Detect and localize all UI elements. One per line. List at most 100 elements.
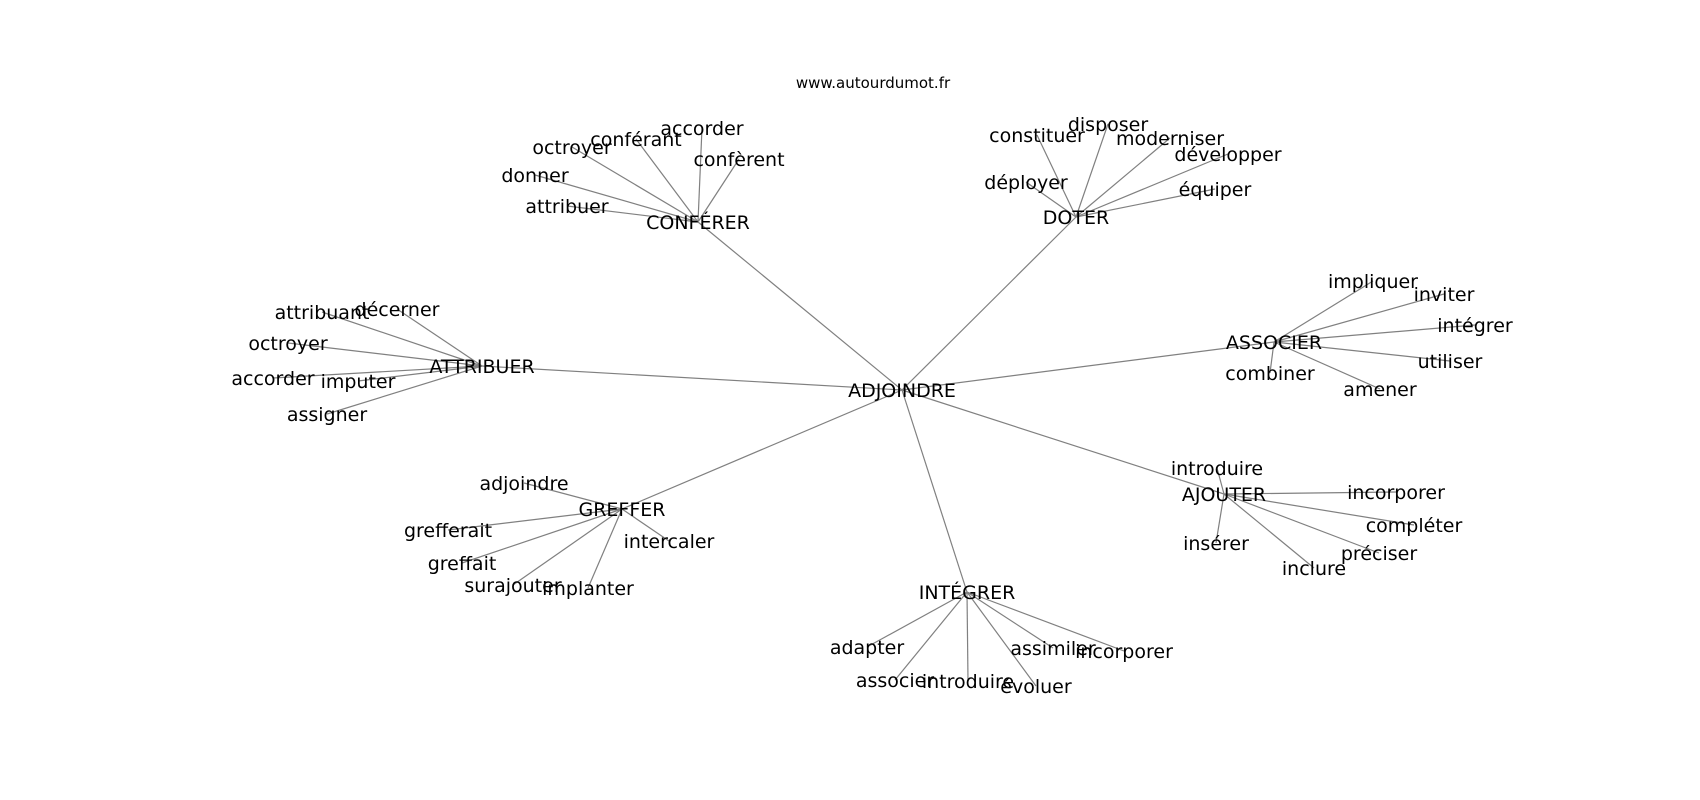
edge-doter-5 [1075, 188, 1216, 218]
leaf-word-conferer-0[interactable]: accorder [660, 118, 743, 140]
leaf-word-conferer-3[interactable]: confèrent [693, 149, 784, 171]
edge-center-conferer [697, 221, 903, 391]
hub-word-doter[interactable]: DOTER [1043, 207, 1109, 229]
leaf-word-doter-1[interactable]: constituer [989, 125, 1085, 147]
leaf-word-associer-3[interactable]: utiliser [1418, 351, 1483, 373]
edge-associer-1 [1273, 293, 1445, 343]
edge-doter-3 [1075, 153, 1229, 218]
leaf-word-associer-5[interactable]: amener [1343, 379, 1417, 401]
hub-word-integrer[interactable]: INTÉGRER [919, 581, 1016, 604]
edge-center-attribuer [481, 365, 903, 391]
hub-word-attribuer[interactable]: ATTRIBUER [429, 356, 534, 378]
leaf-word-conferer-2[interactable]: octroyer [532, 137, 611, 159]
leaf-word-attribuer-3[interactable]: accorder [231, 368, 314, 390]
leaf-word-conferer-4[interactable]: donner [501, 165, 568, 187]
leaf-word-greffer-1[interactable]: grefferait [404, 520, 492, 542]
leaf-word-ajouter-2[interactable]: compléter [1366, 515, 1463, 537]
leaf-word-conferer-5[interactable]: attribuer [525, 196, 608, 218]
leaf-word-attribuer-5[interactable]: assigner [287, 404, 368, 426]
edge-greffer-0 [523, 482, 623, 510]
edge-conferer-3 [697, 158, 740, 223]
edge-center-doter [901, 216, 1077, 391]
edge-ajouter-5 [1223, 493, 1315, 569]
leaf-word-doter-4[interactable]: déployer [984, 172, 1068, 194]
edge-greffer-2 [461, 508, 623, 564]
edge-conferer-2 [571, 146, 699, 223]
leaf-word-integrer-0[interactable]: adapter [830, 637, 905, 659]
edge-doter-2 [1075, 137, 1171, 218]
leaf-word-integrer-1[interactable]: associer [856, 670, 934, 692]
edge-greffer-5 [621, 508, 670, 542]
leaf-word-greffer-0[interactable]: adjoindre [479, 473, 568, 495]
leaf-word-associer-1[interactable]: inviter [1414, 284, 1475, 306]
leaf-word-attribuer-4[interactable]: imputer [321, 371, 396, 393]
leaf-word-associer-2[interactable]: intégrer [1437, 315, 1513, 337]
edge-conferer-0 [697, 127, 703, 223]
leaf-word-greffer-5[interactable]: intercaler [624, 531, 715, 553]
edge-integrer-0 [866, 591, 968, 648]
leaf-word-attribuer-1[interactable]: attribuant [275, 302, 370, 324]
edge-center-ajouter [901, 389, 1225, 495]
edge-greffer-4 [587, 508, 623, 589]
edge-integrer-4 [966, 591, 1054, 649]
edge-ajouter-2 [1223, 493, 1415, 526]
edge-center-greffer [621, 389, 903, 510]
hub-word-ajouter[interactable]: AJOUTER [1182, 484, 1266, 506]
edge-attribuer-4 [357, 365, 483, 382]
edges [272, 123, 1476, 687]
leaf-word-integrer-5[interactable]: incorporer [1075, 641, 1173, 663]
center-word[interactable]: ADJOINDRE [848, 380, 956, 402]
edge-associer-3 [1273, 341, 1451, 362]
labels: accorderconférantoctroyerconfèrentdonner… [231, 114, 1512, 698]
leaf-word-ajouter-4[interactable]: préciser [1341, 543, 1417, 565]
edge-integrer-5 [966, 591, 1125, 652]
leaf-word-doter-0[interactable]: disposer [1068, 114, 1149, 136]
edge-conferer-1 [635, 138, 699, 223]
edge-greffer-1 [447, 508, 623, 531]
hub-word-conferer[interactable]: CONFÉRER [646, 211, 750, 234]
edge-center-integrer [901, 389, 968, 593]
edge-doter-1 [1036, 134, 1077, 218]
edge-ajouter-0 [1216, 467, 1225, 495]
leaf-word-integrer-4[interactable]: assimiler [1010, 638, 1095, 660]
edge-center-associer [901, 341, 1275, 391]
edge-attribuer-2 [287, 342, 483, 367]
edge-associer-4 [1269, 341, 1275, 374]
leaf-word-ajouter-3[interactable]: insérer [1183, 533, 1249, 555]
leaf-word-doter-5[interactable]: équiper [1179, 179, 1252, 201]
leaf-word-attribuer-0[interactable]: décerner [355, 299, 440, 321]
edge-ajouter-4 [1223, 493, 1380, 554]
hub-word-greffer[interactable]: GREFFER [579, 499, 666, 521]
leaf-word-ajouter-5[interactable]: inclure [1282, 558, 1346, 580]
edge-ajouter-3 [1215, 493, 1225, 544]
hub-word-associer[interactable]: ASSOCIER [1226, 332, 1322, 354]
edge-associer-2 [1273, 324, 1476, 343]
edge-integrer-2 [966, 591, 969, 682]
edge-attribuer-3 [272, 365, 483, 379]
edge-associer-0 [1273, 280, 1374, 343]
edge-associer-5 [1273, 341, 1381, 390]
leaf-word-greffer-3[interactable]: surajouter [464, 575, 561, 597]
leaf-word-associer-0[interactable]: impliquer [1328, 271, 1418, 293]
edge-ajouter-1 [1223, 491, 1397, 495]
edge-attribuer-5 [326, 365, 483, 415]
leaf-word-integrer-3[interactable]: évoluer [1000, 676, 1072, 698]
leaf-word-ajouter-1[interactable]: incorporer [1347, 482, 1445, 504]
edge-integrer-1 [894, 591, 968, 681]
edge-doter-4 [1025, 181, 1077, 218]
edge-attribuer-1 [321, 311, 483, 367]
leaf-word-associer-4[interactable]: combiner [1225, 363, 1315, 385]
leaf-word-greffer-2[interactable]: greffait [428, 553, 497, 575]
leaf-word-integrer-2[interactable]: introduire [922, 671, 1014, 693]
leaf-word-conferer-1[interactable]: conférant [590, 129, 681, 151]
edge-attribuer-0 [396, 308, 483, 367]
leaf-word-doter-2[interactable]: moderniser [1116, 128, 1224, 150]
edge-integrer-3 [966, 591, 1037, 687]
leaf-word-attribuer-2[interactable]: octroyer [248, 333, 327, 355]
leaf-word-doter-3[interactable]: développer [1174, 144, 1281, 166]
leaf-word-ajouter-0[interactable]: introduire [1171, 458, 1263, 480]
edge-greffer-3 [512, 508, 623, 586]
leaf-word-greffer-4[interactable]: implanter [542, 578, 634, 600]
edge-conferer-4 [534, 174, 699, 223]
